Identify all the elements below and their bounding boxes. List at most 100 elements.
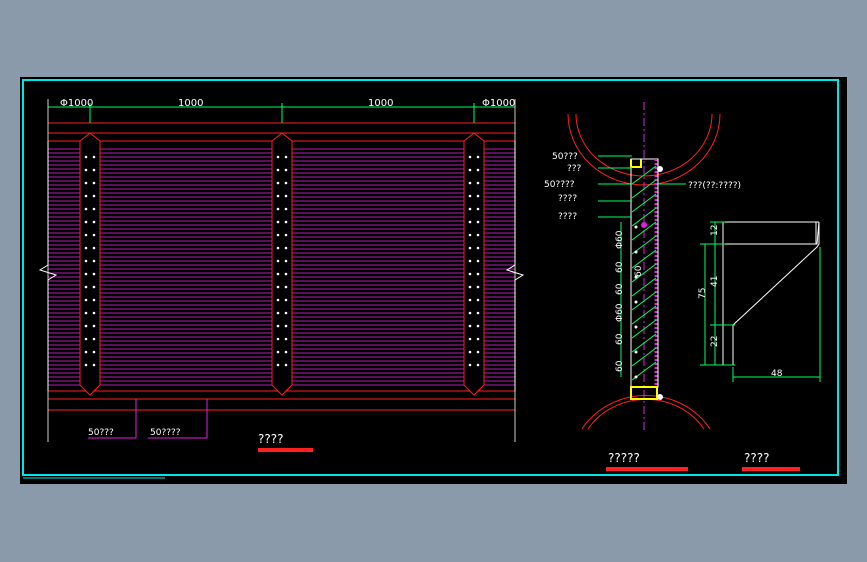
detail-view: 12 41 22 75 48 ???? [698,221,821,471]
section-hatch-line [631,333,657,353]
section-label-3: 50???? [544,180,575,190]
post-dot [284,168,288,172]
section-vdim-3: 60 [615,283,625,295]
post-dot [84,285,88,289]
post-dot [284,324,288,328]
post-dot [92,324,96,328]
post-dot [476,246,480,250]
section-dot [634,350,638,354]
section-title: ????? [608,451,640,465]
post-dot [92,259,96,263]
post-dot [284,311,288,315]
section-label-1: 50??? [552,152,578,162]
post-dot [84,207,88,211]
post-dot [284,220,288,224]
post-dot [468,194,472,198]
section-hatch-line [631,193,657,213]
section-dot [634,225,638,229]
post-dot [84,298,88,302]
post-dot [92,363,96,367]
post-dot [92,272,96,276]
section-hatch-line [631,347,657,367]
dim-dia-right: Φ1000 [482,98,515,109]
section-hatch-line [631,319,657,339]
post-dot [84,324,88,328]
post-dot [84,246,88,250]
post-dot [476,155,480,159]
post-dot [468,181,472,185]
section-label-5: ???? [558,212,577,222]
post-dot [468,246,472,250]
post-dot [92,298,96,302]
plan-label-2: 50???? [150,428,181,438]
post-dot [284,181,288,185]
post-dot [476,207,480,211]
post-dot [276,298,280,302]
section-dot [634,325,638,329]
post-dot [476,337,480,341]
pipe-arc-bottom-outer [581,394,711,430]
post-dot [276,207,280,211]
post-dot [284,272,288,276]
cad-drawing-sheet: Φ1000 1000 1000 Φ1000 50??? 50???? ???? [20,77,847,484]
post-dot [476,350,480,354]
section-hatch-line [631,221,657,241]
post-dot [284,246,288,250]
post-dot [84,181,88,185]
post-dot [276,324,280,328]
post-dot [468,155,472,159]
detail-dim-total: 75 [698,288,708,299]
section-hatch-line [631,291,657,311]
post-dot [92,194,96,198]
pipe-arc-bottom-inner [587,398,705,430]
plan-post-dots [84,155,480,367]
post-dot [92,181,96,185]
section-hatch-line [631,305,657,325]
post-dot [276,311,280,315]
plan-title-underline [258,448,313,452]
post-dot [92,285,96,289]
post-dot [476,311,480,315]
post-dot [476,194,480,198]
dim-dia-left: Φ1000 [60,98,93,109]
plan-leader-1 [88,399,137,439]
post-dot [276,363,280,367]
dim-span-2: 1000 [368,98,393,109]
section-hatch-line [631,277,657,297]
detail-dim-bottom: 22 [710,336,720,347]
post-dot [84,272,88,276]
post-dot [84,194,88,198]
post-dot [284,337,288,341]
post-dot [92,220,96,224]
post-dot [476,298,480,302]
post-dot [468,285,472,289]
section-hatch-line [631,263,657,283]
section-hatch-line [631,179,657,199]
section-dot [634,250,638,254]
post-dot [468,337,472,341]
section-vdim-2: 60 [615,261,625,273]
post-dot [468,168,472,172]
post-dot [468,350,472,354]
post-dot [476,324,480,328]
post-dot [84,168,88,172]
post-dot [284,350,288,354]
plan-post [463,132,485,396]
post-dot [284,298,288,302]
post-dot [468,324,472,328]
post-dot [276,194,280,198]
section-cap-bottom [630,386,658,400]
section-dot [634,300,638,304]
post-dot [92,207,96,211]
section-bolt-bottom [657,394,663,400]
post-dot [92,155,96,159]
post-dot [92,246,96,250]
post-dot [92,350,96,354]
post-dot [276,337,280,341]
section-vdim-7: 60 [634,265,644,277]
post-dot [284,285,288,289]
post-dot [84,155,88,159]
post-dot [276,220,280,224]
detail-dim-top: 12 [710,225,720,236]
section-cap-top [630,159,642,168]
